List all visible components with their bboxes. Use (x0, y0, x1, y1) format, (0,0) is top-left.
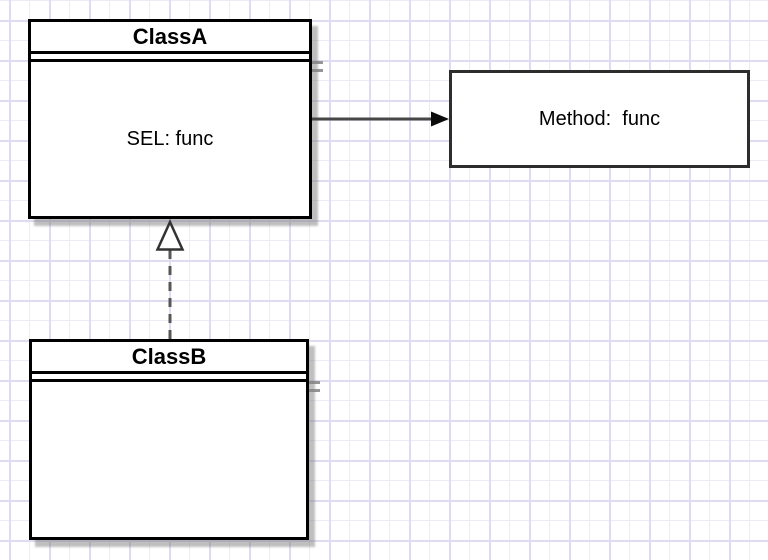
separator-shadow-tick (309, 381, 320, 384)
method-node[interactable]: Method: func (449, 70, 750, 168)
separator-shadow-tick (309, 389, 320, 392)
method-node-label: Method: func (538, 107, 661, 130)
compartment-divider (32, 374, 306, 382)
association-connector[interactable] (312, 104, 449, 134)
class-title: ClassA (31, 22, 309, 54)
separator-shadow-tick (312, 61, 323, 64)
class-node-classb[interactable]: ClassB (29, 339, 309, 540)
hollow-triangle-arrowhead-icon (155, 218, 185, 251)
class-node-classa[interactable]: ClassA SEL: func (28, 19, 312, 219)
class-attributes: SEL: func (126, 127, 214, 150)
inheritance-connector[interactable] (150, 218, 190, 339)
class-attributes (32, 382, 306, 537)
filled-arrowhead-icon (431, 111, 449, 127)
separator-shadow-tick (312, 69, 323, 72)
compartment-divider (31, 54, 309, 62)
class-title: ClassB (32, 342, 306, 374)
